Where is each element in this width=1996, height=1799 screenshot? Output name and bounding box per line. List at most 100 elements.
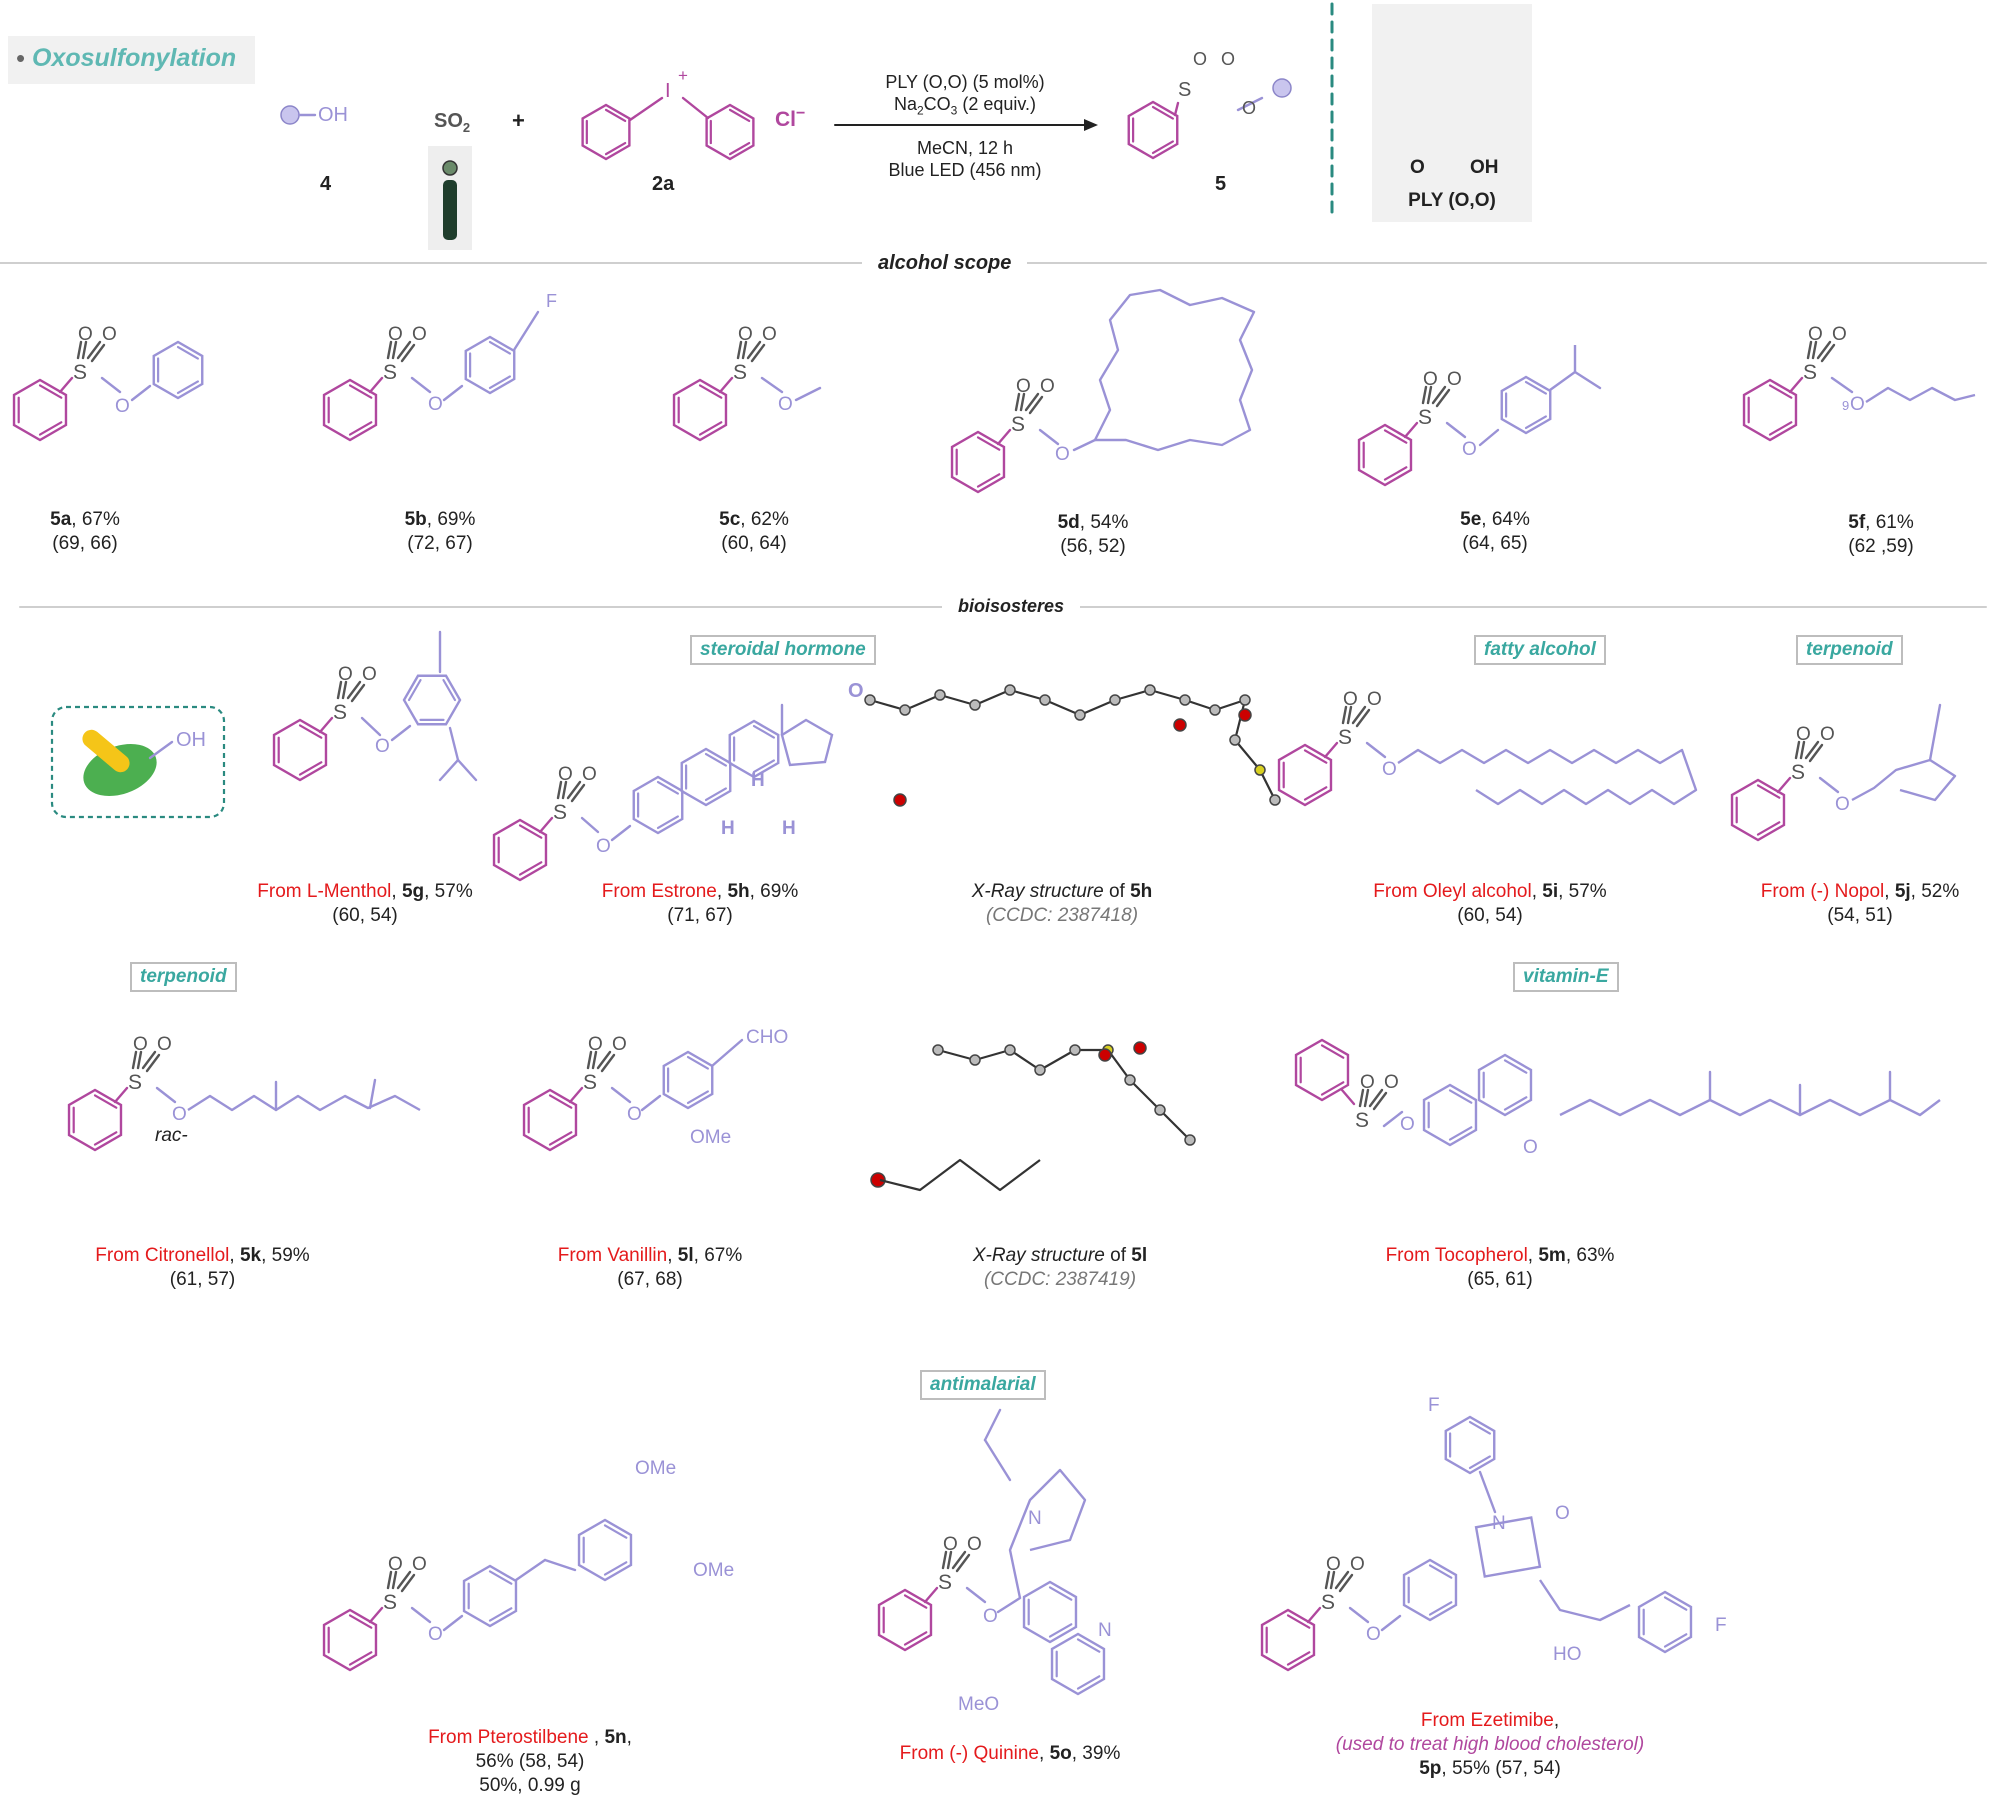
scope-5b-f: F [546, 291, 557, 311]
xray-h-atom [934, 689, 946, 701]
5b-o1: O [388, 324, 403, 345]
5h-ringB [680, 747, 732, 807]
ring-double-bond [686, 1055, 709, 1070]
ring-double-bond [1468, 1455, 1491, 1470]
5k-o2: O [157, 1034, 172, 1055]
caption-5g: From L-Menthol, 5g, 57%(60, 54) [257, 881, 473, 926]
catalyst-oh: OH [1470, 157, 1499, 178]
5k-o: O [172, 1104, 187, 1125]
ring-double-bond [548, 1094, 573, 1109]
ring-double-bond [1503, 1059, 1528, 1074]
tag-steroidal-hormone: steroidal hormone [690, 635, 876, 665]
5g-so-bond [341, 680, 348, 700]
5h-so-bond [561, 780, 568, 800]
5f-ob [1830, 376, 1854, 394]
alcohol-r-circle [280, 105, 300, 125]
ring-double-bond [1428, 1601, 1453, 1616]
ring-double-bond [1448, 1089, 1473, 1104]
tocopherol-o: O [1523, 1137, 1538, 1158]
5e-so-bond [1435, 388, 1451, 408]
5g-ipr [448, 726, 460, 762]
5e-ipr2 [1573, 370, 1602, 390]
5b-s: S [383, 361, 397, 384]
ring-double-bond [1468, 1420, 1491, 1435]
5a-ob2 [130, 384, 152, 402]
tag-vitamin-e: vitamin-E [1513, 962, 1619, 992]
ring-double-bond [604, 108, 627, 123]
scheme-title: Oxosulfonylation [32, 44, 237, 72]
5m-chain [1559, 1098, 1941, 1117]
5l-bond [568, 1086, 584, 1104]
5i-chain [1397, 748, 1698, 806]
5l-o: O [627, 1104, 642, 1125]
xray-l-bond [1128, 1078, 1162, 1112]
5k-phenyl [67, 1088, 123, 1152]
xray-h-atom [1254, 764, 1266, 776]
ring-double-bond [603, 1561, 628, 1576]
5j-o1: O [1796, 724, 1811, 745]
ring-double-bond [348, 384, 373, 399]
5c-so-bond [736, 340, 743, 360]
5o-quin2 [1050, 1632, 1106, 1696]
5p-so-bond [1329, 1570, 1336, 1590]
xray-l-bond [973, 1048, 1012, 1062]
5n-ob2 [442, 1614, 464, 1632]
5p-ob [1348, 1606, 1370, 1624]
rac-label: rac- [155, 1125, 188, 1146]
5b-bond [368, 376, 384, 394]
ring-double-bond [728, 141, 751, 156]
5c-phenyl [672, 378, 728, 442]
ring-double-bond [603, 1524, 628, 1539]
5i-o2: O [1367, 689, 1382, 710]
xray-l-atom [1124, 1074, 1136, 1086]
xray-l-bond [1038, 1048, 1077, 1072]
chloride-label: Cl− [775, 105, 806, 131]
xray-l-atom [932, 1044, 944, 1056]
ring-double-bond [976, 436, 1001, 451]
ring-double-bond [1663, 1596, 1688, 1611]
xray-h-bond [1233, 698, 1247, 742]
5j-so-bond [1804, 740, 1820, 760]
5h-so-bond [566, 780, 582, 800]
5n-vinyl2 [543, 1558, 577, 1572]
pterostilbene-ome1: OMe [635, 1458, 677, 1479]
5h-ob [580, 816, 600, 834]
caption-5a: 5a, 67%(69, 66) [50, 509, 120, 554]
5h-o2: O [582, 764, 597, 785]
5i-bond [1323, 741, 1339, 759]
tag-terpenoid-citronellol: terpenoid [130, 962, 237, 992]
xray-l-bond [1008, 1048, 1042, 1072]
ring-double-bond [38, 421, 63, 436]
caption-5n: From Pterostilbene , 5n,56% (58, 54)50%,… [428, 1727, 632, 1796]
5h-o1: O [558, 764, 573, 785]
5o-o: O [983, 1606, 998, 1627]
xray-l-atom [1034, 1064, 1046, 1076]
5f-so-bond [1820, 343, 1836, 363]
caption-5i: From Oleyl alcohol, 5i, 57%(60, 54) [1373, 881, 1607, 926]
xray-h-atom [899, 704, 911, 716]
xray-h-bond [1148, 688, 1187, 702]
iodonium-ring-2 [705, 103, 755, 161]
5c-so-bond [746, 340, 762, 360]
xray-l-atom [1004, 1044, 1016, 1056]
5i-so-bond [1346, 705, 1353, 725]
caption-5l: From Vanillin, 5l, 67%(67, 68) [557, 1245, 743, 1290]
ring-double-bond [656, 815, 679, 830]
caption-5o: From (-) Quinine, 5o, 39% [899, 1743, 1121, 1764]
ring-double-bond [548, 1131, 573, 1146]
ring-double-bond [1383, 466, 1408, 481]
5g-s: S [333, 701, 347, 724]
xray-l-bond [1158, 1108, 1192, 1142]
5p-o1: O [1326, 1554, 1341, 1575]
quinine-meo: MeO [958, 1694, 1000, 1715]
5k-ob [155, 1086, 177, 1104]
caption-5m: From Tocopherol, 5m, 63%(65, 61) [1385, 1245, 1615, 1290]
5a-so-bond [90, 343, 106, 363]
ring-double-bond [488, 1570, 513, 1585]
5k-dbl [368, 1078, 377, 1110]
xray-h-atom [1004, 684, 1016, 696]
ring-double-bond [704, 787, 727, 802]
ring-double-bond [1320, 1081, 1345, 1096]
ring-double-bond [752, 759, 775, 774]
5f-chain [1865, 386, 1976, 404]
